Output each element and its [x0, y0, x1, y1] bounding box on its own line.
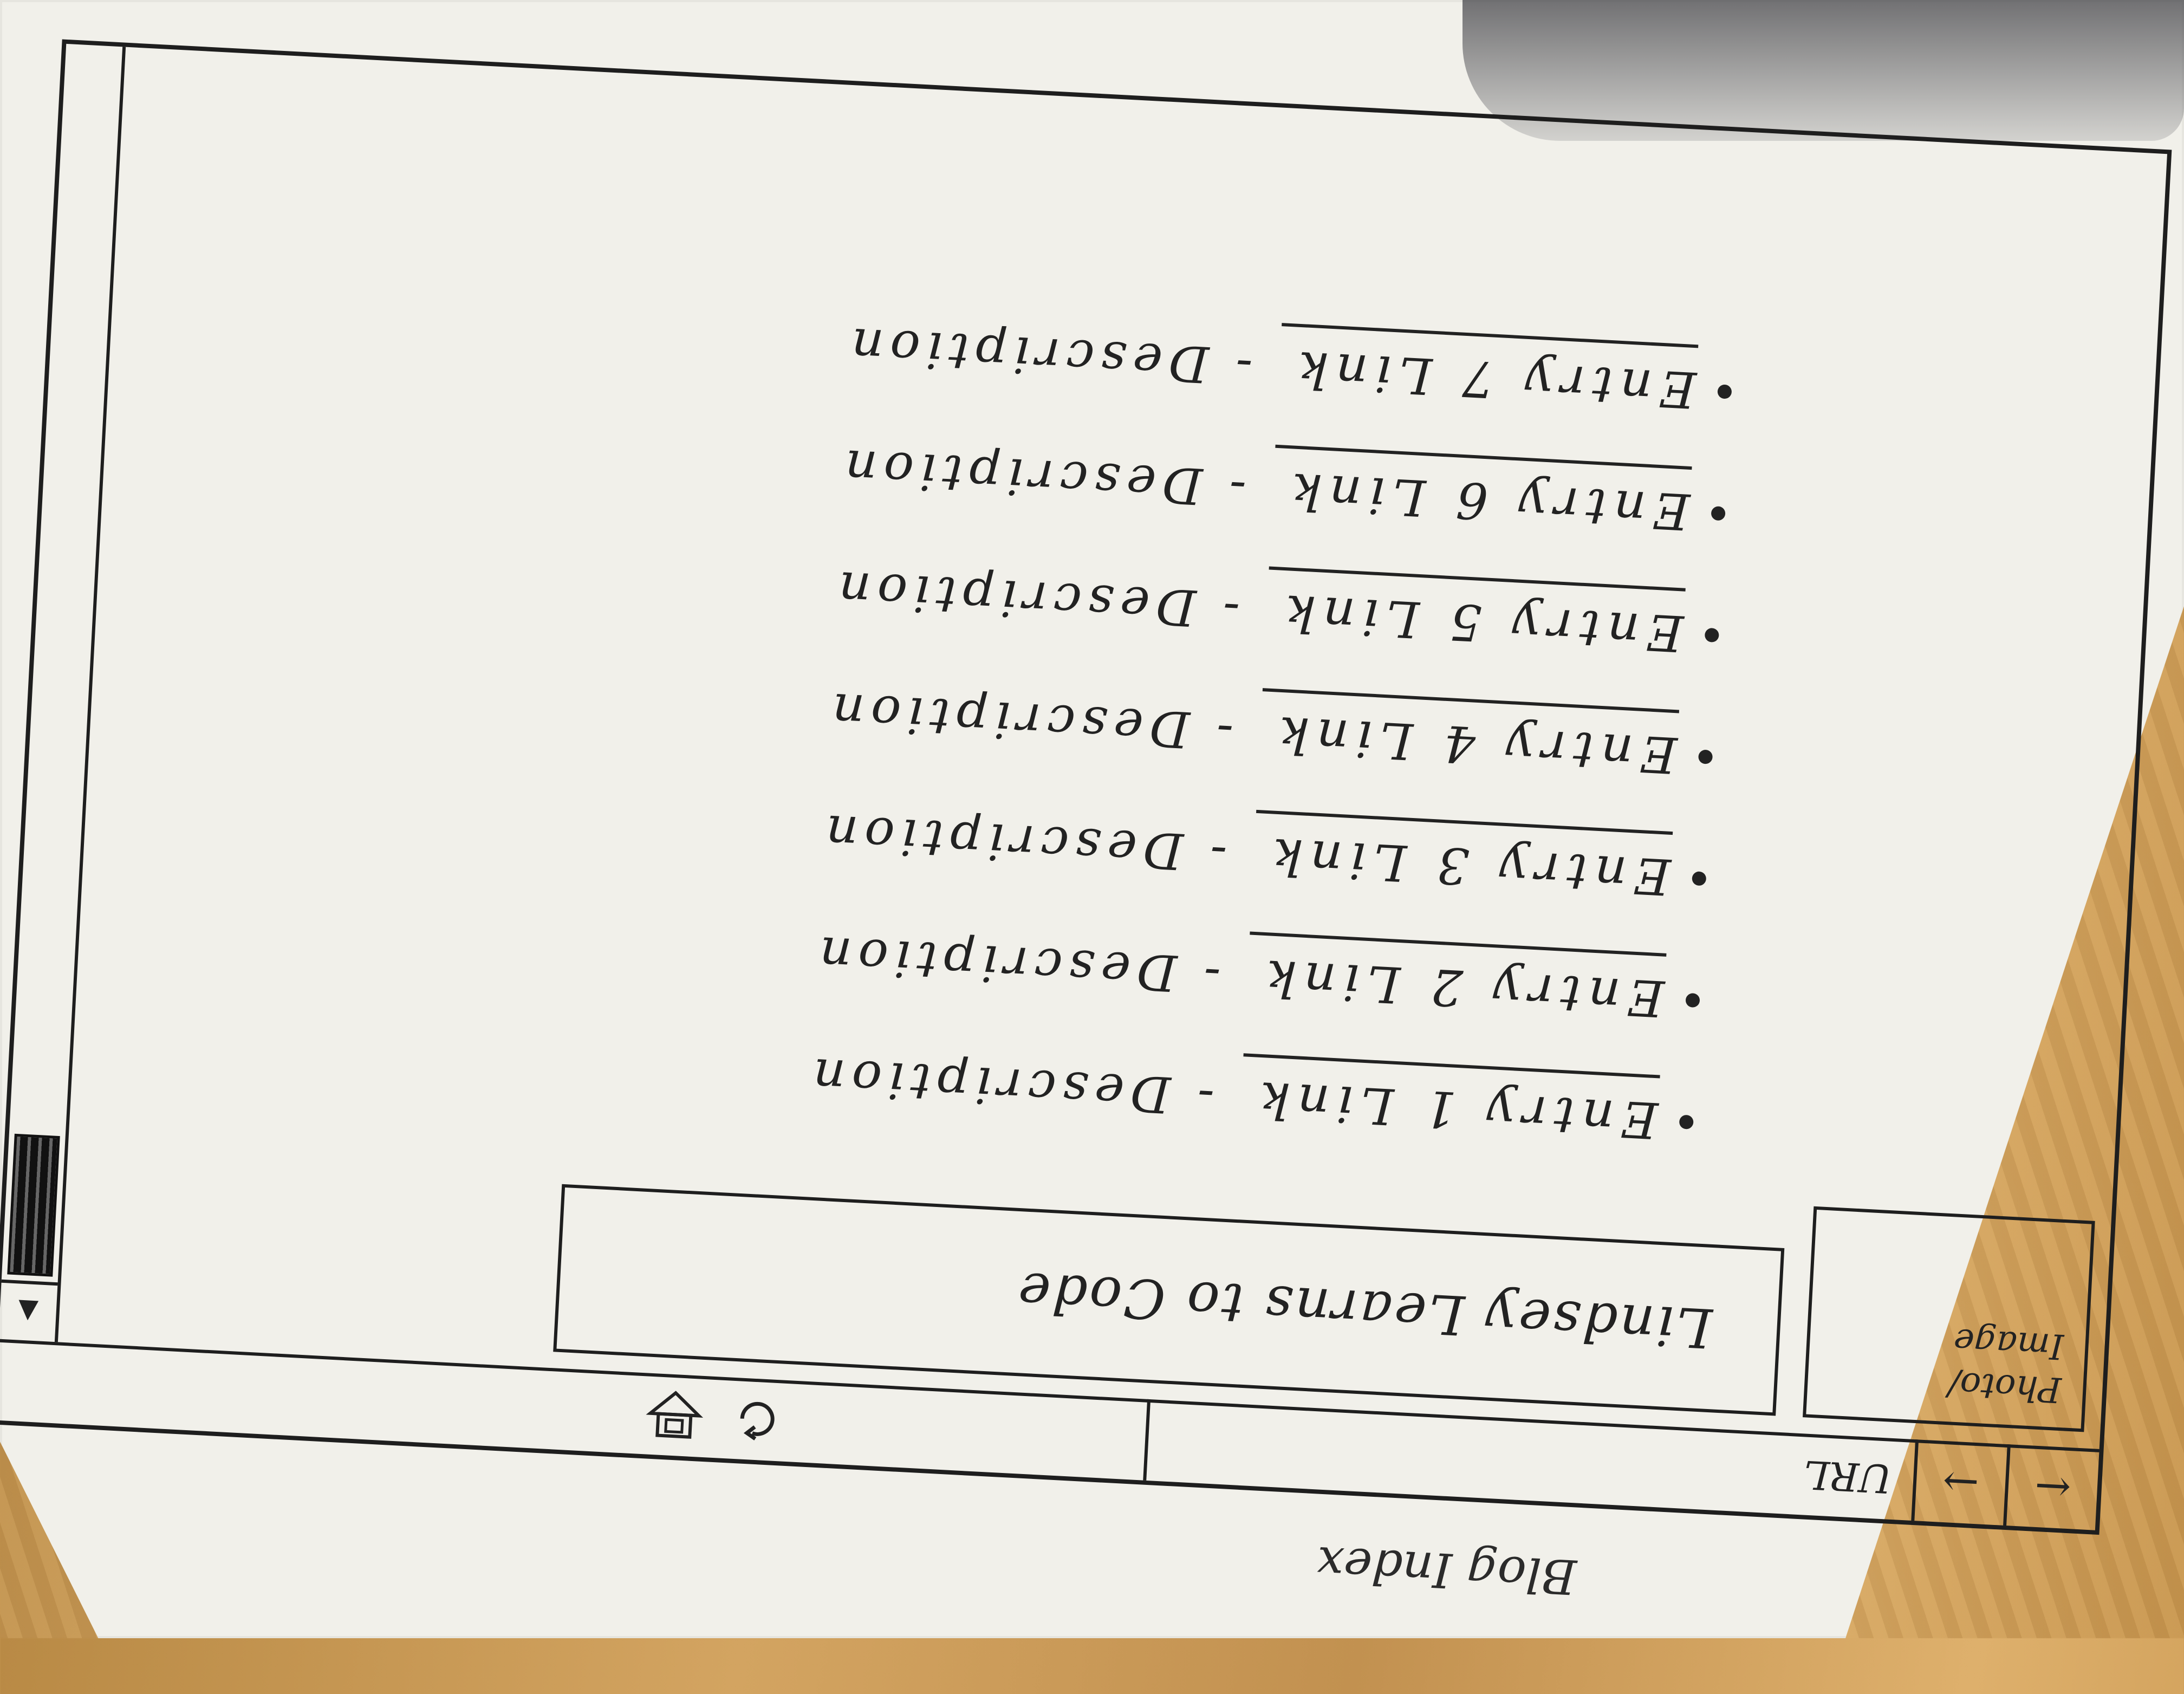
separator: -	[1215, 702, 1235, 761]
page-title: Blog Index	[1315, 1535, 1578, 1605]
separator: -	[1234, 336, 1254, 396]
bullet-icon	[1679, 1114, 1694, 1130]
scroll-thumb[interactable]	[7, 1133, 60, 1277]
separator: -	[1208, 823, 1228, 883]
browser-toolbar: ← → URL	[0, 1339, 2100, 1530]
separator: -	[1227, 458, 1248, 517]
download-icon[interactable]	[641, 1384, 709, 1446]
refresh-icon[interactable]	[722, 1388, 790, 1451]
bullet-icon	[1685, 992, 1700, 1008]
bullet-icon	[1711, 506, 1726, 521]
separator: -	[1195, 1067, 1216, 1126]
entry-list: Entry 1 Link - Description Entry 2 Link …	[231, 223, 1737, 1151]
bullet-icon	[1704, 627, 1720, 643]
entry-description: Description	[805, 1047, 1172, 1124]
separator: -	[1221, 580, 1242, 639]
browser-window: ← → URL ▲ Photo/ Image Lindsey Learns to…	[0, 39, 2172, 1535]
bullet-icon	[1717, 384, 1732, 399]
entry-link[interactable]: Entry 1 Link	[1239, 1053, 1660, 1150]
sketch-paper	[0, 0, 2184, 1638]
separator: -	[1202, 945, 1223, 1004]
forward-button[interactable]: →	[1911, 1439, 2007, 1526]
scroll-up-button[interactable]: ▲	[0, 1279, 58, 1342]
back-button[interactable]: ←	[2003, 1444, 2100, 1530]
bullet-icon	[1698, 749, 1713, 764]
bullet-icon	[1692, 871, 1707, 886]
camera-shadow	[1462, 0, 2184, 141]
photo-placeholder: Photo/ Image	[1803, 1206, 2095, 1432]
